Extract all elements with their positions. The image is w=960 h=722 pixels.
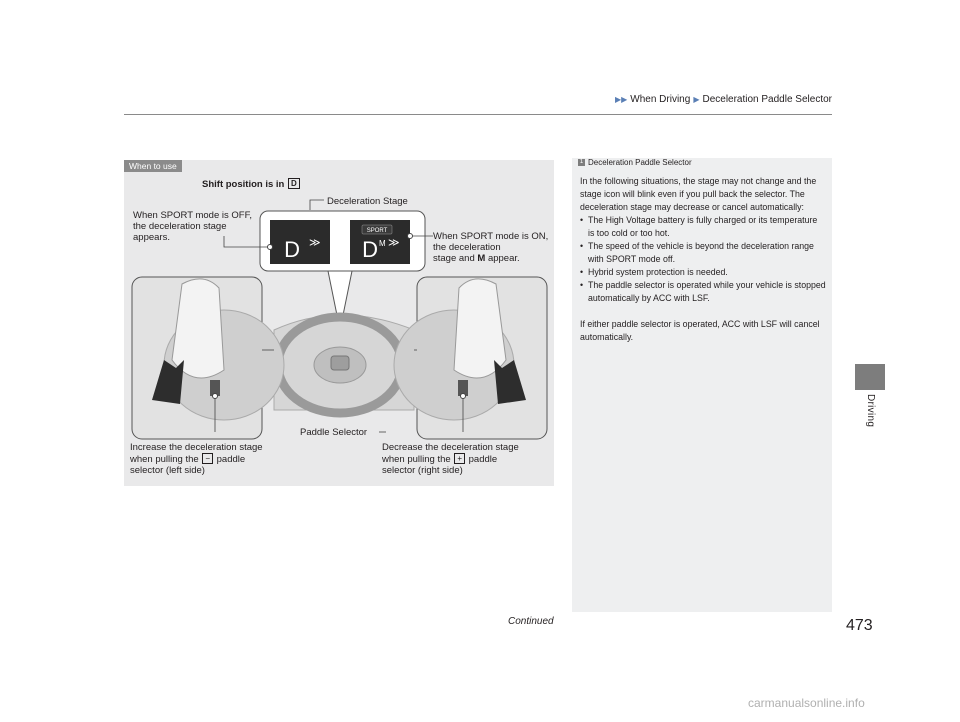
- list-item: The High Voltage battery is fully charge…: [580, 214, 826, 240]
- right-hand-panel: [393, 276, 548, 440]
- when-to-use-badge: When to use: [124, 160, 182, 172]
- paddle-selector-illustration: D ≫ SPORT D M ≫: [131, 199, 548, 440]
- deceleration-stage-label: Deceleration Stage: [327, 196, 408, 207]
- decel-stage-chevron-icon: ≫: [388, 237, 400, 249]
- minus-key: −: [202, 453, 213, 464]
- notes-closing: If either paddle selector is operated, A…: [580, 319, 820, 342]
- paddle-selector-label: Paddle Selector: [300, 427, 368, 438]
- display-sport-off: [270, 220, 330, 264]
- section-tab[interactable]: Driving: [848, 394, 892, 430]
- breadcrumb-item-when-driving[interactable]: When Driving: [630, 94, 691, 105]
- plus-key: +: [454, 453, 465, 464]
- breadcrumb-item-current: Deceleration Paddle Selector: [702, 94, 832, 105]
- section-tab-marker: [855, 364, 885, 390]
- breadcrumb-arrow-icon: ▶▶: [614, 95, 628, 104]
- notes-heading[interactable]: 1 Deceleration Paddle Selector: [578, 158, 692, 167]
- right-paddle: [458, 380, 468, 396]
- shift-position-label: Shift position is in D: [202, 178, 301, 190]
- left-paddle: [210, 380, 220, 396]
- sport-indicator: SPORT: [367, 228, 388, 234]
- display-d-on: D: [362, 237, 378, 262]
- steering-wheel-center: [273, 312, 415, 418]
- left-paddle-caption: Increase the deceleration stage when pul…: [130, 442, 263, 476]
- notes-intro: In the following situations, the stage m…: [580, 176, 817, 212]
- watermark: carmanualsonline.info: [748, 696, 865, 710]
- increase-arrow-icon: [152, 360, 184, 404]
- list-item: Hybrid system protection is needed.: [580, 266, 826, 279]
- continued-label: Continued: [508, 616, 554, 627]
- breadcrumb: ▶▶ When Driving ▶ Deceleration Paddle Se…: [614, 94, 832, 105]
- notes-body: In the following situations, the stage m…: [580, 175, 826, 344]
- section-tab-label: Driving: [865, 394, 876, 428]
- list-item: The paddle selector is operated while yo…: [580, 279, 826, 305]
- shift-d-key: D: [287, 178, 300, 189]
- list-item: The speed of the vehicle is beyond the d…: [580, 240, 826, 266]
- sport-on-label: When SPORT mode is ON, the deceleration …: [433, 231, 549, 264]
- right-paddle-caption: Decrease the deceleration stage when pul…: [382, 442, 519, 476]
- decrease-arrow-icon: [494, 360, 526, 404]
- notes-bullet-list: The High Voltage battery is fully charge…: [580, 214, 826, 305]
- breadcrumb-arrow-icon: ▶: [693, 95, 700, 104]
- page-number: 473: [846, 617, 873, 634]
- note-reference-icon: 1: [578, 159, 585, 166]
- display-m-on: M: [379, 239, 386, 248]
- decel-stage-chevron-icon: ≫: [309, 237, 321, 249]
- header-divider: [124, 114, 832, 115]
- notes-title: Deceleration Paddle Selector: [588, 158, 692, 167]
- display-d-off: D: [284, 237, 300, 262]
- sport-off-label: When SPORT mode is OFF, the deceleration…: [133, 210, 252, 243]
- left-hand-panel: [131, 276, 285, 440]
